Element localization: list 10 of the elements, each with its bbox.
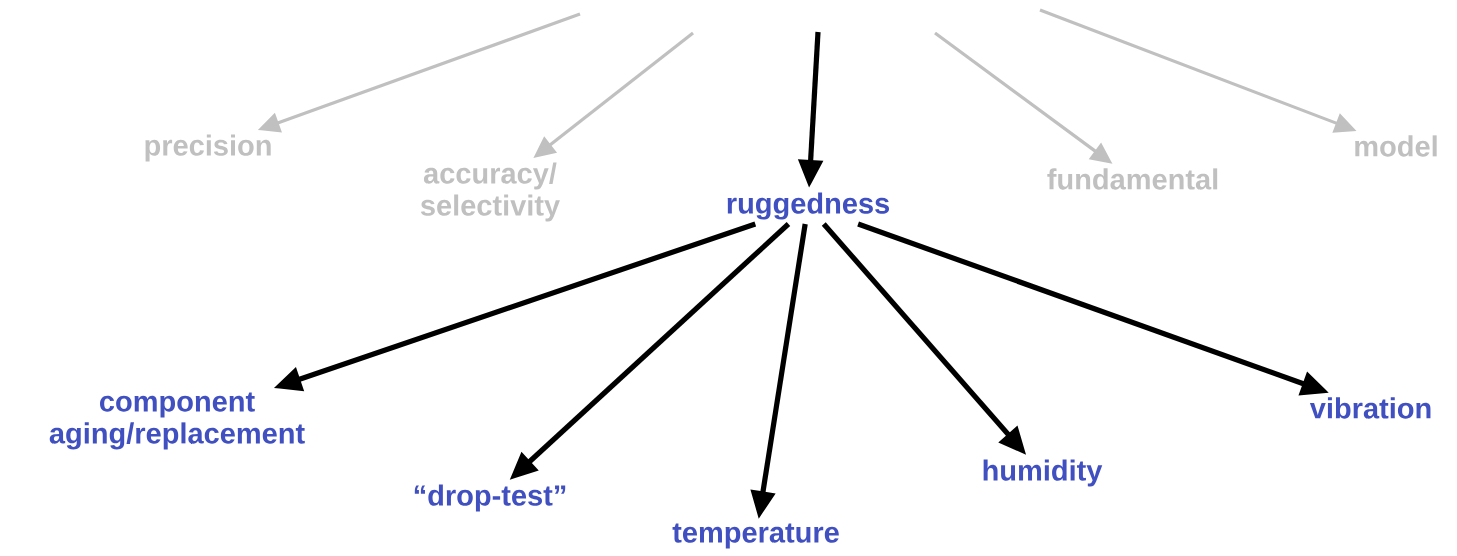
node-label: ruggedness bbox=[727, 192, 890, 220]
node-label: accuracy/ selectivity bbox=[420, 162, 560, 222]
node-label: precision bbox=[145, 134, 271, 162]
node-label: humidity bbox=[983, 459, 1103, 487]
node-label: “drop-test” bbox=[414, 484, 566, 512]
node-label: model bbox=[1355, 135, 1437, 157]
node-label: component aging/replacement bbox=[49, 392, 305, 450]
node-label: temperature bbox=[672, 523, 839, 549]
node-label: vibration bbox=[1309, 397, 1431, 419]
node-label: fundamental bbox=[1047, 168, 1218, 190]
